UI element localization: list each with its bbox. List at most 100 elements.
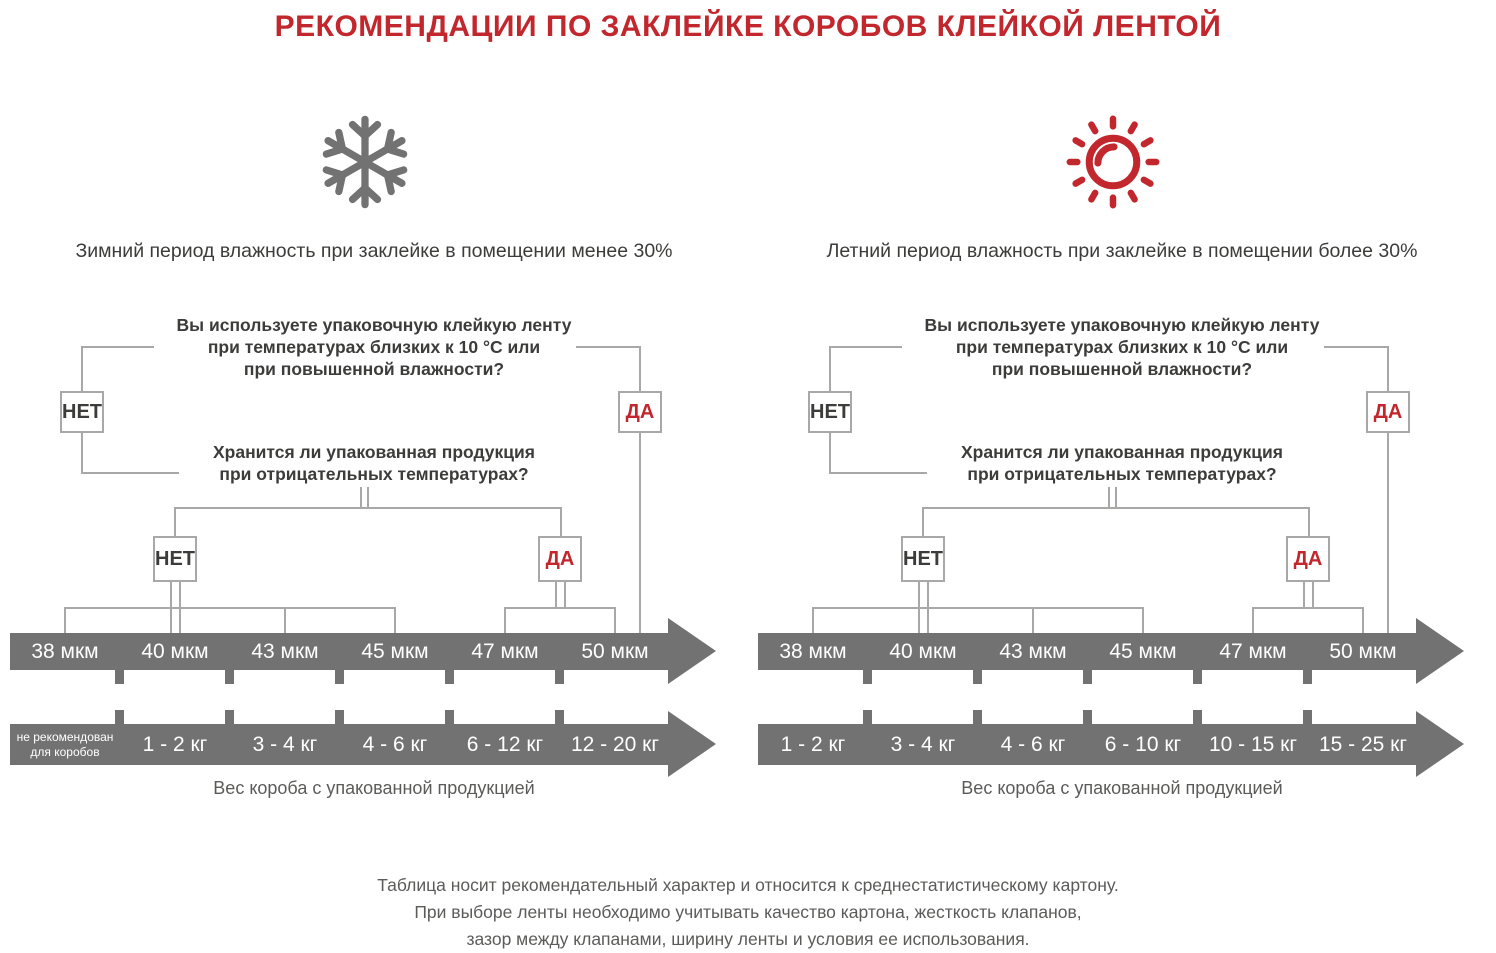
weight-label: 6 - 10 кг bbox=[1104, 732, 1182, 756]
connector-line bbox=[1324, 346, 1388, 348]
answer-box-no-q2: НЕТ bbox=[901, 536, 945, 582]
summer-panel: Летний период влажность при заклейке в п… bbox=[748, 0, 1496, 820]
question-1: Вы используете упаковочную клейкую ленту… bbox=[924, 315, 1320, 379]
connector-line bbox=[81, 472, 179, 474]
scale-tick bbox=[115, 670, 124, 684]
weight-label: 15 - 25 кг bbox=[1318, 732, 1408, 756]
connector-line bbox=[394, 607, 396, 633]
connector-line bbox=[812, 607, 1144, 609]
connector-line bbox=[812, 607, 814, 633]
connector-line bbox=[1308, 507, 1310, 536]
connector-line bbox=[64, 607, 396, 609]
scale-tick bbox=[1303, 710, 1312, 724]
connector-line bbox=[81, 346, 83, 391]
connector-line bbox=[639, 346, 641, 391]
scale-tick bbox=[445, 710, 454, 724]
scale-tick bbox=[973, 710, 982, 724]
sun-icon bbox=[1058, 106, 1168, 218]
weight-label: 3 - 4 кг bbox=[890, 732, 956, 756]
connector-line bbox=[829, 472, 927, 474]
micron-label: 50 мкм bbox=[581, 639, 649, 663]
connector-line bbox=[284, 607, 286, 633]
connector-line bbox=[64, 607, 66, 633]
scale-tick bbox=[1193, 710, 1202, 724]
micron-label: 50 мкм bbox=[1329, 639, 1397, 663]
connector-line bbox=[504, 607, 616, 609]
question-2: Хранится ли упакованная продукция при от… bbox=[960, 442, 1284, 484]
weight-scale-bar: 1 - 2 кг 3 - 4 кг 4 - 6 кг 6 - 10 кг 10 … bbox=[758, 724, 1418, 765]
connector-line bbox=[1115, 487, 1117, 509]
summer-subtitle: Летний период влажность при заклейке в п… bbox=[826, 240, 1418, 262]
micron-scale-bar: 38 мкм 40 мкм 43 мкм 45 мкм 47 мкм 50 мк… bbox=[10, 633, 670, 670]
scale-tick bbox=[1083, 670, 1092, 684]
scale-tick bbox=[1193, 670, 1202, 684]
connector-line bbox=[564, 582, 566, 609]
scale-tick bbox=[973, 670, 982, 684]
connector-line bbox=[922, 507, 1310, 509]
connector-line bbox=[174, 507, 176, 536]
connector-line bbox=[367, 487, 369, 509]
connector-line bbox=[1312, 582, 1314, 609]
micron-label: 40 мкм bbox=[141, 639, 209, 663]
connector-line bbox=[1252, 607, 1254, 633]
scale-tick bbox=[225, 710, 234, 724]
connector-line bbox=[1108, 487, 1110, 509]
arrow-head-icon bbox=[668, 618, 716, 684]
weight-scale-bar: не рекомендован для коробов 1 - 2 кг 3 -… bbox=[10, 724, 670, 765]
weight-label: 1 - 2 кг bbox=[142, 732, 208, 756]
connector-line bbox=[1387, 346, 1389, 391]
weight-label: 3 - 4 кг bbox=[252, 732, 318, 756]
answer-box-no-q1: НЕТ bbox=[808, 391, 852, 433]
scale-tick bbox=[115, 710, 124, 724]
connector-line bbox=[1142, 607, 1144, 633]
scale-tick bbox=[1083, 710, 1092, 724]
weight-axis-caption: Вес короба с упакованной продукцией bbox=[961, 778, 1283, 798]
weight-label: 4 - 6 кг bbox=[1000, 732, 1066, 756]
scale-tick bbox=[863, 710, 872, 724]
page-title: РЕКОМЕНДАЦИИ ПО ЗАКЛЕЙКЕ КОРОБОВ КЛЕЙКОЙ… bbox=[274, 10, 1222, 43]
arrow-head-icon bbox=[1416, 711, 1464, 777]
question-1: Вы используете упаковочную клейкую ленту… bbox=[176, 315, 572, 379]
connector-line bbox=[576, 346, 640, 348]
micron-scale-bar: 38 мкм 40 мкм 43 мкм 45 мкм 47 мкм 50 мк… bbox=[758, 633, 1418, 670]
connector-line bbox=[82, 346, 154, 348]
micron-label: 38 мкм bbox=[779, 639, 847, 663]
weight-label: 10 - 15 кг bbox=[1208, 732, 1298, 756]
answer-box-yes-q2: ДА bbox=[1286, 536, 1330, 582]
weight-label: 12 - 20 кг bbox=[570, 732, 660, 756]
scale-tick bbox=[445, 670, 454, 684]
scale-tick bbox=[555, 710, 564, 724]
answer-box-no-q2: НЕТ bbox=[153, 536, 197, 582]
micron-label: 47 мкм bbox=[471, 639, 539, 663]
weight-label: не рекомендован для коробов bbox=[16, 729, 114, 759]
connector-line bbox=[81, 433, 83, 474]
micron-label: 47 мкм bbox=[1219, 639, 1287, 663]
snowflake-icon bbox=[310, 106, 420, 218]
scale-tick bbox=[335, 710, 344, 724]
scale-tick bbox=[335, 670, 344, 684]
micron-label: 40 мкм bbox=[889, 639, 957, 663]
weight-label: 4 - 6 кг bbox=[362, 732, 428, 756]
winter-panel: Зимний период влажность при заклейке в п… bbox=[0, 0, 748, 820]
connector-line bbox=[555, 582, 557, 609]
micron-label: 43 мкм bbox=[251, 639, 319, 663]
winter-subtitle: Зимний период влажность при заклейке в п… bbox=[75, 240, 673, 262]
connector-line bbox=[829, 346, 831, 391]
arrow-head-icon bbox=[668, 711, 716, 777]
weight-label: 1 - 2 кг bbox=[780, 732, 846, 756]
answer-box-no-q1: НЕТ bbox=[60, 391, 104, 433]
connector-line bbox=[560, 507, 562, 536]
scale-tick bbox=[225, 670, 234, 684]
connector-line bbox=[829, 433, 831, 474]
connector-line bbox=[830, 346, 902, 348]
micron-label: 45 мкм bbox=[1109, 639, 1177, 663]
connector-line bbox=[639, 433, 641, 633]
micron-label: 38 мкм bbox=[31, 639, 99, 663]
connector-line bbox=[1032, 607, 1034, 633]
arrow-head-icon bbox=[1416, 618, 1464, 684]
weight-label: 6 - 12 кг bbox=[466, 732, 544, 756]
connector-line bbox=[504, 607, 506, 633]
connector-line bbox=[922, 507, 924, 536]
weight-axis-caption: Вес короба с упакованной продукцией bbox=[213, 778, 535, 798]
